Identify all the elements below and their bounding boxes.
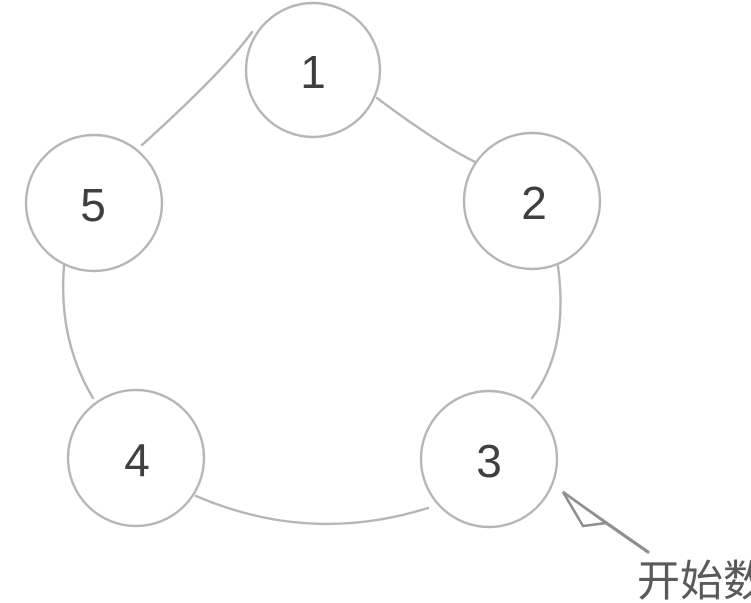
edge-3-to-4 — [194, 494, 430, 526]
node-labels: 1 2 3 4 5 — [80, 46, 547, 487]
start-pointer-arrow — [561, 490, 650, 554]
node-1-label: 1 — [300, 46, 326, 98]
edge-5-to-1 — [140, 30, 254, 147]
node-5-label: 5 — [80, 179, 106, 231]
start-count-label: 开始数 — [637, 557, 751, 603]
node-3-circle[interactable] — [419, 389, 559, 529]
node-3-label: 3 — [476, 435, 502, 487]
arrow-head-outline — [561, 490, 610, 528]
node-5-circle[interactable] — [24, 133, 164, 273]
node-4-circle[interactable] — [66, 388, 206, 528]
nodes — [24, 1, 602, 529]
node-2-label: 2 — [521, 177, 547, 229]
ring-edges — [61, 30, 562, 526]
node-4-label: 4 — [124, 434, 150, 486]
node-2-circle[interactable] — [462, 131, 602, 271]
node-1-circle[interactable] — [244, 1, 382, 139]
edge-1-to-2 — [375, 96, 489, 169]
edge-2-to-3 — [530, 264, 562, 400]
edge-4-to-5 — [61, 264, 95, 400]
